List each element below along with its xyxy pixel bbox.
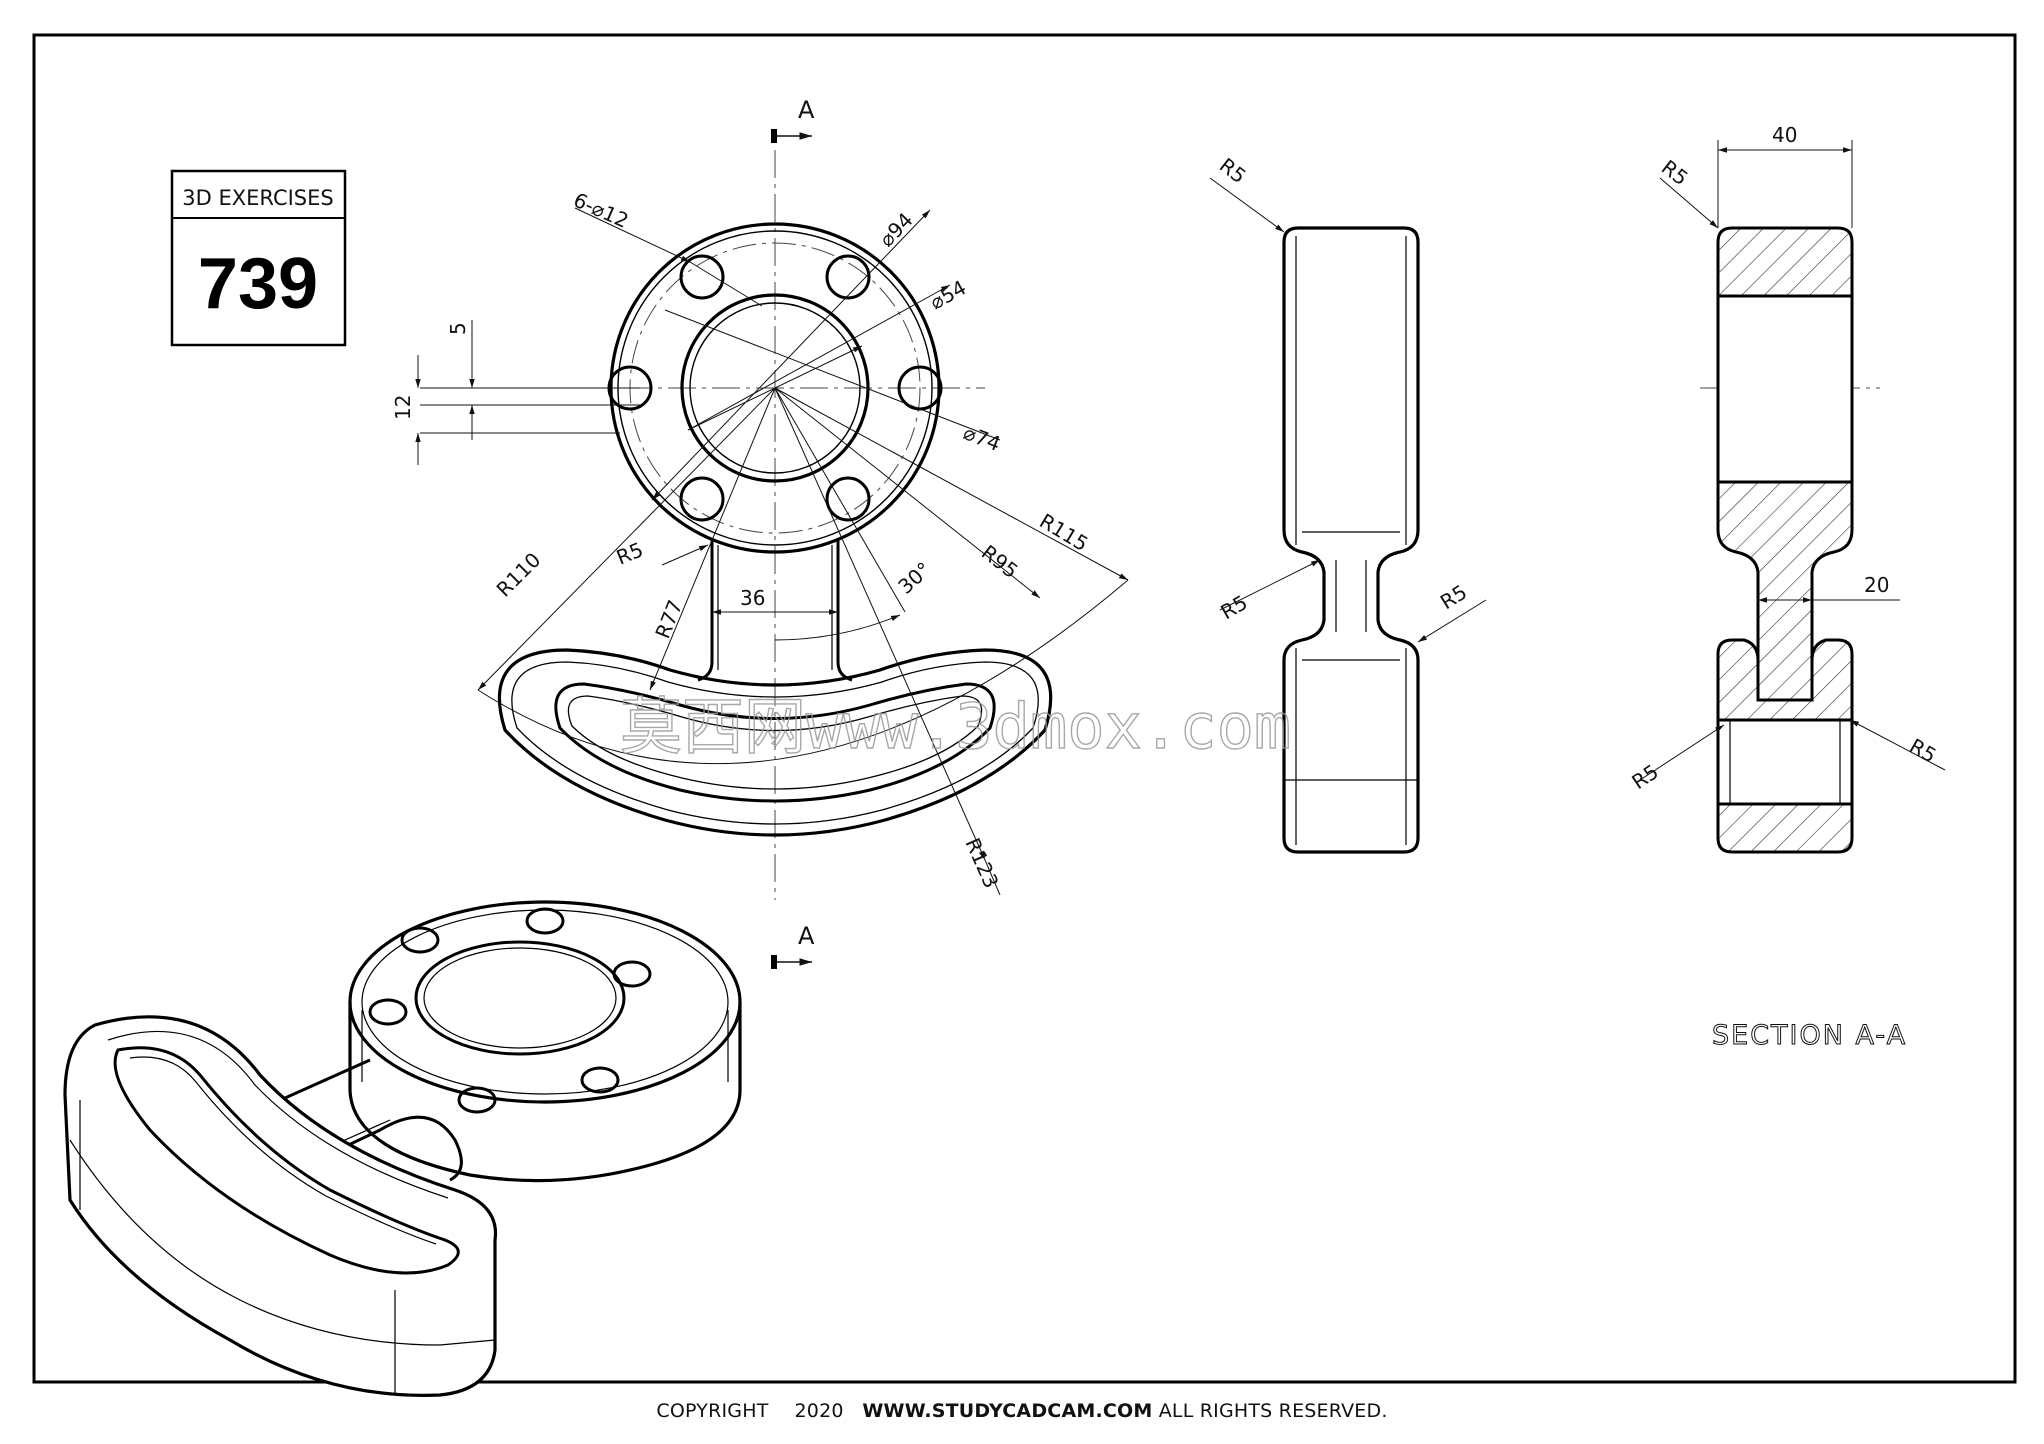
dim-d54: ⌀54 xyxy=(926,275,970,314)
dim-r77: R77 xyxy=(650,596,687,641)
sec-dim-w40: 40 xyxy=(1772,123,1797,147)
watermark: 莫西网www.3dmox.com xyxy=(620,690,1291,763)
title-box-label: 3D EXERCISES xyxy=(182,186,333,210)
dim-v5: 5 xyxy=(446,322,470,335)
sec-dim-r5-top: R5 xyxy=(1657,155,1693,190)
section-label: SECTION A-A xyxy=(1712,1020,1907,1051)
side-view-dimensions: R5 R5 R5 xyxy=(1209,153,1487,643)
title-box: 3D EXERCISES 739 xyxy=(170,169,347,347)
dim-d74: ⌀74 xyxy=(960,420,1004,456)
side-dim-r5-left: R5 xyxy=(1217,590,1252,624)
footer: COPYRIGHT 2020 WWW.STUDYCADCAM.COM ALL RI… xyxy=(0,1400,2044,1422)
dim-v12: 12 xyxy=(391,395,415,420)
dim-r110: R110 xyxy=(492,548,546,602)
dim-w36: 36 xyxy=(740,586,765,610)
sec-dim-r5-left: R5 xyxy=(1627,759,1662,794)
side-dim-r5-right: R5 xyxy=(1436,580,1471,614)
footer-site: WWW.STUDYCADCAM.COM xyxy=(862,1400,1153,1422)
front-view xyxy=(497,150,1053,900)
dim-a30: 30° xyxy=(893,557,935,599)
title-box-number: 739 xyxy=(198,244,318,324)
section-mark-top: A xyxy=(798,96,815,124)
sec-dim-w20: 20 xyxy=(1864,573,1889,597)
section-view xyxy=(1700,226,1880,854)
dim-holes: 6-⌀12 xyxy=(570,188,632,233)
footer-rights: ALL RIGHTS RESERVED. xyxy=(1158,1400,1388,1422)
section-mark-bottom: A xyxy=(798,922,815,950)
dim-r123: R123 xyxy=(960,834,1003,891)
dim-r115: R115 xyxy=(1035,509,1092,556)
footer-year: 2020 xyxy=(794,1400,844,1422)
drawing-frame xyxy=(32,33,2017,1384)
footer-copyright: COPYRIGHT xyxy=(656,1400,769,1422)
isometric-view xyxy=(63,900,742,1397)
dim-r95: R95 xyxy=(977,540,1023,583)
side-view xyxy=(1282,226,1420,854)
side-dim-r5-top: R5 xyxy=(1215,153,1251,188)
sec-dim-r5-right: R5 xyxy=(1906,734,1941,768)
dim-r5: R5 xyxy=(613,537,647,569)
dim-d94: ⌀94 xyxy=(874,208,917,252)
